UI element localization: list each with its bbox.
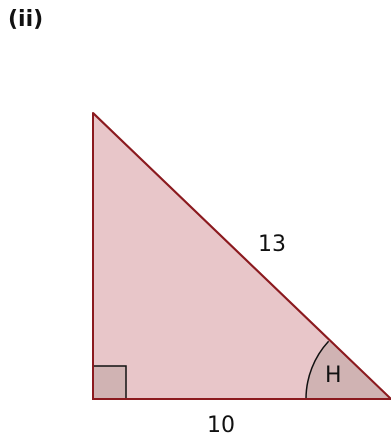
angle-h-label: H bbox=[325, 363, 342, 388]
hypotenuse-label: 13 bbox=[258, 232, 286, 257]
angle-h-arc bbox=[305, 340, 330, 400]
base-label: 10 bbox=[207, 413, 235, 438]
triangle-outline bbox=[92, 113, 391, 400]
right-angle-marker bbox=[92, 365, 127, 400]
angle-h-sector bbox=[306, 341, 391, 399]
part-label: (ii) bbox=[8, 7, 44, 32]
hypotenuse-edge bbox=[92, 112, 391, 400]
